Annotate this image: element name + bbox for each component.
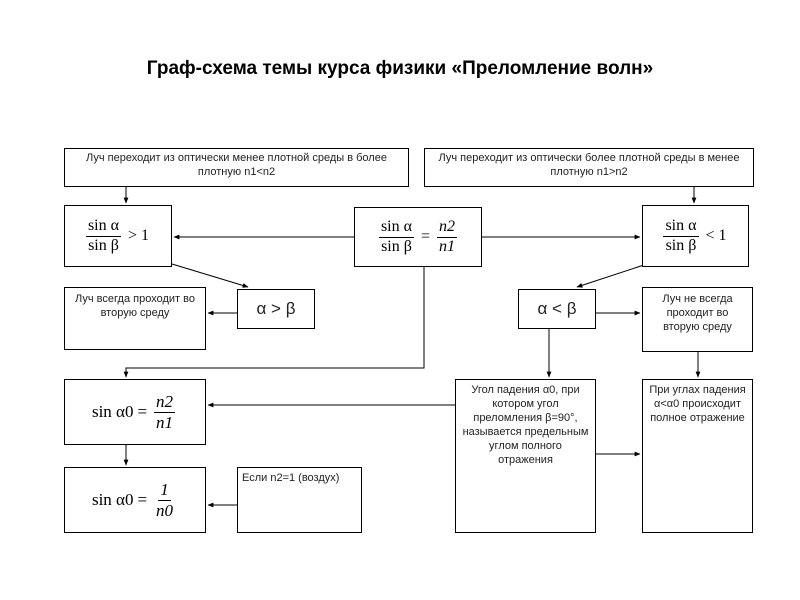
ratio-lt-relation: < 1: [705, 227, 727, 244]
snell-law-box: sin α sin β = n2 n1: [354, 207, 482, 267]
less-to-more-box: Луч переходит из оптически менее плотной…: [64, 148, 409, 187]
always-passes-text: Луч всегда проходит во вторую среду: [75, 293, 195, 319]
less-to-more-condition: n1<n2: [244, 166, 276, 178]
snell-equals: =: [421, 228, 431, 245]
sin-alpha0-numerator: n2: [154, 391, 176, 413]
total-reflection-box: При углах падения α<α0 происходит полное…: [642, 379, 753, 533]
ratio-lt-box: sin α sin β < 1: [642, 205, 749, 267]
not-always-passes-text: Луч не всегда проходит во вторую среду: [662, 293, 733, 333]
if-air-box: Если n2=1 (воздух): [237, 467, 362, 533]
ratio-lt-denominator: sin β: [665, 236, 697, 254]
ratio-gt-numerator: sin α: [85, 217, 122, 237]
snell-left-fraction: sin α sin β: [378, 218, 415, 256]
alpha-gt-beta-box: α > β: [237, 289, 315, 329]
ratio-lt-numerator: sin α: [663, 217, 699, 237]
sin-alpha0-equals: =: [137, 402, 148, 421]
always-passes-box: Луч всегда проходит во вторую среду: [64, 287, 206, 350]
ratio-lt-fraction: sin α sin β: [663, 217, 699, 255]
more-to-less-text: Луч переходит из оптически более плотной…: [438, 152, 740, 178]
more-to-less-box: Луч переходит из оптически более плотной…: [424, 148, 754, 187]
sin-alpha0-air-lhs: sin α0: [91, 490, 134, 509]
sin-alpha0-air-numerator: 1: [158, 479, 171, 501]
snell-right-fraction: n2 n1: [437, 218, 458, 256]
if-air-text: Если n2=1 (воздух): [242, 472, 340, 484]
alpha-lt-beta-box: α < β: [518, 289, 596, 329]
not-always-passes-box: Луч не всегда проходит во вторую среду: [642, 287, 753, 352]
critical-angle-text: Угол падения α0, при котором угол прелом…: [462, 384, 589, 466]
more-to-less-condition: n1>n2: [596, 166, 628, 178]
ratio-gt-box: sin α sin β > 1: [64, 205, 172, 267]
critical-angle-box: Угол падения α0, при котором угол прелом…: [455, 379, 596, 533]
ratio-gt-denominator: sin β: [88, 236, 119, 254]
alpha-gt-beta-text: α > β: [256, 299, 296, 318]
arrow-ratio-lt-to-alpha: [576, 263, 648, 288]
sin-alpha0-box: sin α0 = n2 n1: [64, 379, 206, 445]
snell-left-denominator: sin β: [381, 237, 412, 255]
snell-right-denominator: n1: [439, 237, 456, 255]
page-title: Граф-схема темы курса физики «Преломлени…: [146, 58, 654, 79]
arrow-snell-to-sin-alpha0: [123, 267, 425, 378]
total-reflection-text: При углах падения α<α0 происходит полное…: [649, 384, 746, 424]
sin-alpha0-denominator: n1: [156, 412, 174, 432]
sin-alpha0-air-equals: =: [137, 490, 148, 509]
sin-alpha0-air-fraction: 1 n0: [154, 480, 175, 520]
ratio-gt-fraction: sin α sin β: [85, 217, 122, 255]
snell-right-numerator: n2: [437, 218, 458, 238]
sin-alpha0-air-box: sin α0 = 1 n0: [64, 467, 206, 533]
ratio-gt-relation: > 1: [128, 227, 150, 244]
alpha-lt-beta-text: α < β: [537, 299, 577, 318]
sin-alpha0-fraction: n2 n1: [154, 391, 176, 432]
sin-alpha0-lhs: sin α0: [91, 402, 134, 421]
less-to-more-text: Луч переходит из оптически менее плотной…: [86, 152, 387, 178]
snell-left-numerator: sin α: [378, 218, 415, 238]
arrow-ratio-gt-to-alpha: [171, 263, 249, 288]
sin-alpha0-air-denominator: n0: [156, 500, 174, 520]
